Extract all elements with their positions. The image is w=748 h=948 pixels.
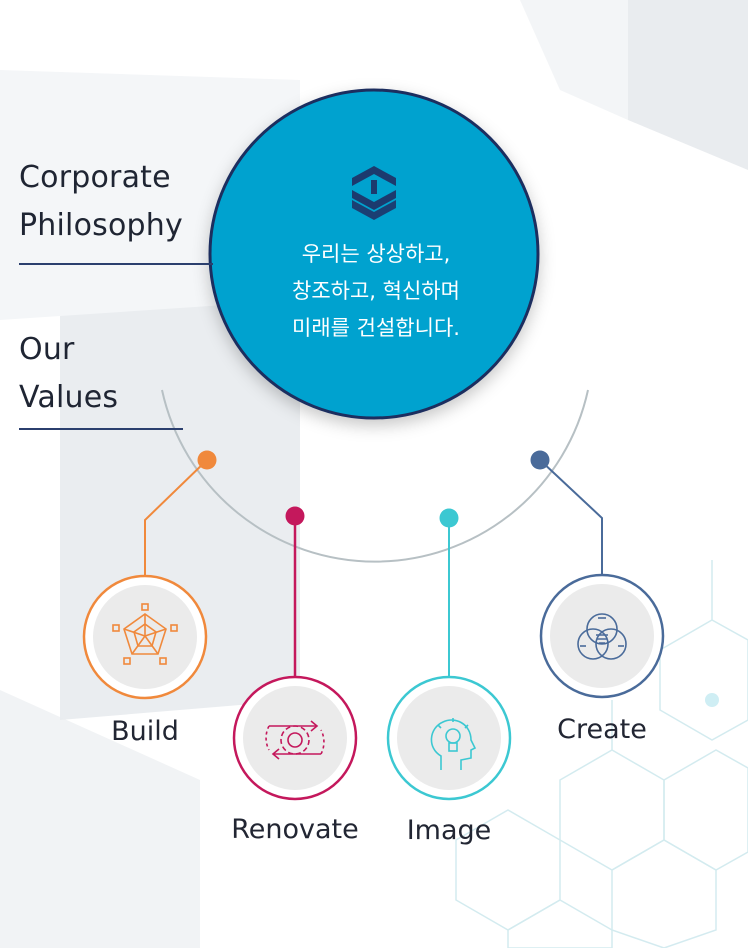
- venn-circles-icon: [577, 613, 627, 660]
- build-node: [82, 574, 208, 700]
- image-node: [386, 675, 512, 801]
- image-dot: [439, 508, 459, 528]
- image-label: Image: [406, 815, 492, 846]
- statement-line: 창조하고, 혁신하며: [292, 279, 460, 303]
- hex-lattice: [455, 560, 748, 948]
- philosophy-statement: 우리는 상상하고, 창조하고, 혁신하며 미래를 건설합니다.: [236, 236, 516, 347]
- heading-line: Corporate: [19, 160, 171, 195]
- create-node: [539, 573, 665, 699]
- heading-line: Values: [19, 380, 119, 415]
- head-lightbulb-icon: [430, 718, 477, 770]
- statement-line: 우리는 상상하고,: [301, 242, 451, 266]
- build-dot: [197, 450, 217, 470]
- heading-line: Philosophy: [19, 208, 183, 243]
- gear-cycle-icon: [265, 720, 325, 760]
- values-arc: [161, 389, 589, 563]
- connector-create: [539, 459, 603, 575]
- our-values-heading: Our Values: [19, 326, 118, 422]
- statement-line: 미래를 건설합니다.: [292, 316, 460, 340]
- hex-node-dot: [705, 693, 719, 707]
- heading-line: Our: [19, 332, 75, 367]
- connector-build: [144, 459, 208, 577]
- renovate-node: [232, 675, 358, 801]
- company-logo-icon: [352, 166, 396, 220]
- renovate-label: Renovate: [231, 814, 359, 845]
- values-divider: [19, 428, 183, 430]
- renovate-dot: [285, 506, 305, 526]
- build-label: Build: [111, 716, 179, 747]
- create-label: Create: [557, 714, 647, 745]
- philosophy-divider: [19, 263, 213, 265]
- create-dot: [530, 450, 550, 470]
- corporate-philosophy-heading: Corporate Philosophy: [19, 154, 183, 250]
- philosophy-circle: [208, 88, 540, 420]
- radar-pentagon-icon: [112, 603, 178, 665]
